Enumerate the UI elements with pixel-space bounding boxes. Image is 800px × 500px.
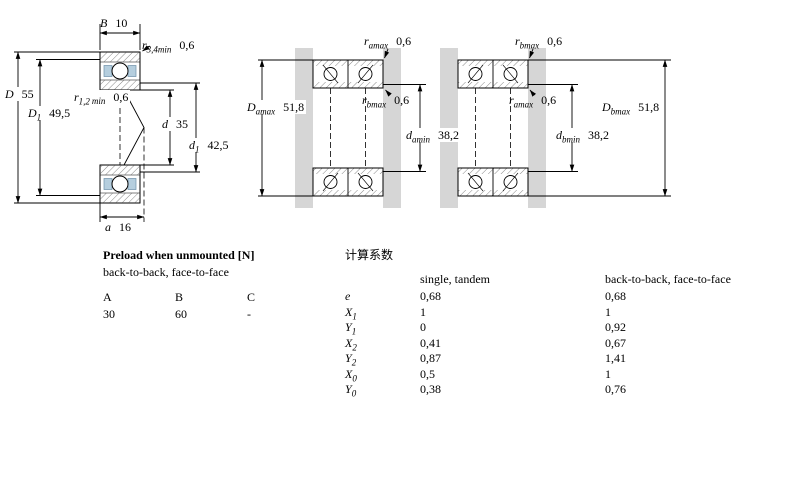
abutment-shading [383,48,401,208]
factor-value-1: 0,38 [420,382,441,396]
factors-title: 计算系数 [345,248,394,262]
factor-symbol: X1 [345,304,357,321]
factor-row-e: e 0,68 0,68 [345,289,731,305]
factor-row-y0: Y0 0,38 0,76 [345,382,731,398]
preload-value-b: 60 [175,307,187,321]
preload-subtitle: back-to-back, face-to-face [103,265,229,279]
pair-diagram-1 [258,48,426,208]
ball [111,175,129,193]
ball [111,62,129,80]
factor-row-x2: X2 0,41 0,67 [345,336,731,352]
factor-value-1: 0 [420,320,426,334]
factor-row-y2: Y2 0,87 1,41 [345,351,731,367]
factor-value-1: 0,41 [420,335,441,350]
abutment-shading [295,48,313,208]
pair-diagram-2 [440,48,671,208]
factor-symbol: Y1 [345,320,357,337]
factor-symbol: e [345,289,351,303]
bearing-cross-section [14,24,200,222]
factor-value-2: 1,41 [605,351,626,365]
preload-table: Preload when unmounted [N] back-to-back,… [103,248,319,322]
preload-value-a: 30 [103,307,115,321]
factor-row-y1: Y1 0 0,92 [345,320,731,336]
factor-value-1: 0,87 [420,351,441,365]
factor-value-1: 0,5 [420,366,435,381]
preload-header-c: C [247,290,256,304]
factor-row-x1: X1 1 1 [345,305,731,321]
factor-value-2: 0,76 [605,382,626,396]
factors-col1-header: single, tandem [420,272,490,286]
factor-row-x0: X0 0,5 1 [345,367,731,383]
factor-symbol: Y0 [345,382,357,399]
factor-symbol: X0 [345,366,357,383]
preload-title: Preload when unmounted [N] [103,248,255,262]
abutment-shading [528,48,546,208]
factor-value-2: 1 [605,304,611,319]
cage-segment [127,178,137,190]
factor-value-2: 0,68 [605,289,626,303]
preload-value-c: - [247,307,251,321]
factor-symbol: X2 [345,335,357,352]
factor-value-1: 0,68 [420,289,441,303]
cage-segment [103,65,113,77]
factor-symbol: Y2 [345,351,357,368]
factor-value-2: 0,92 [605,320,626,334]
cage-segment [103,178,113,190]
factors-symbol-column [345,272,420,287]
cage-segment [127,65,137,77]
factor-value-1: 1 [420,304,426,319]
factor-value-2: 1 [605,366,611,381]
calculation-factors-table: 计算系数 single, tandem back-to-back, face-t… [345,248,731,398]
factor-value-2: 0,67 [605,335,626,350]
factors-col2-header: back-to-back, face-to-face [605,272,731,286]
preload-header-a: A [103,290,112,304]
preload-header-b: B [175,290,184,304]
